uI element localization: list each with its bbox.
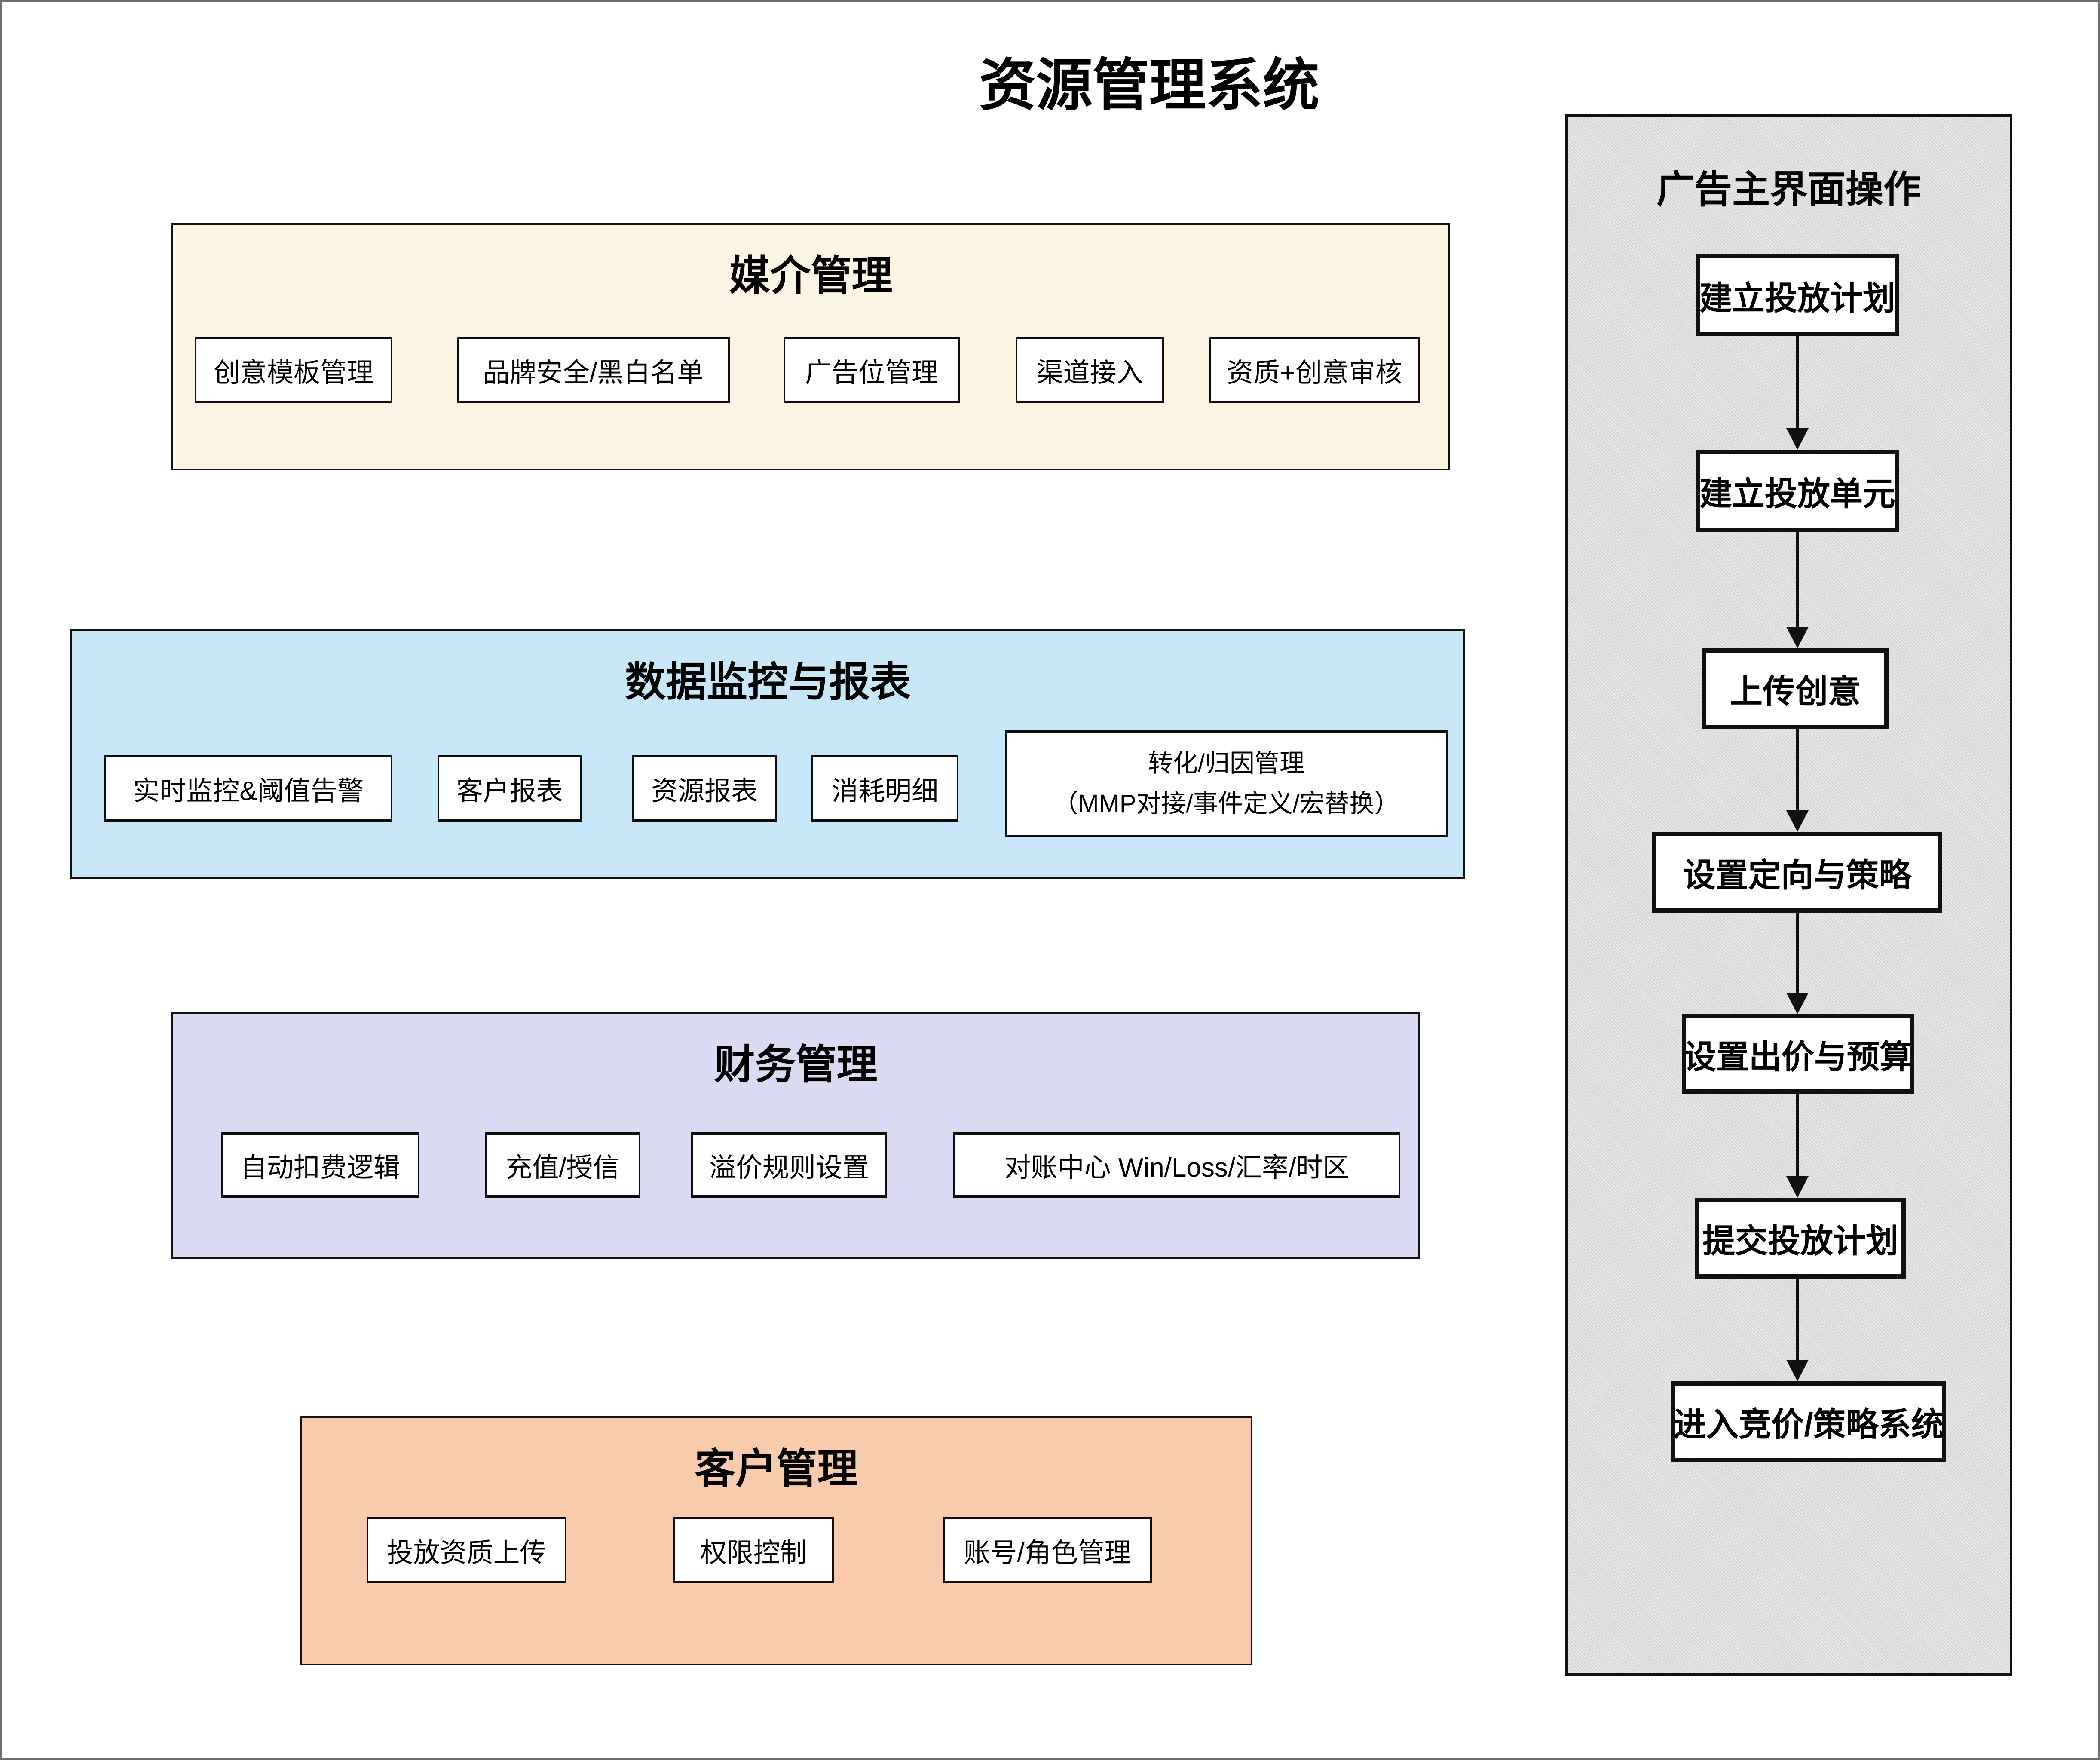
arrow-head [1786,428,1809,450]
arrow-head [1786,1360,1809,1381]
flow-step-create-campaign: 建立投放计划 [1696,254,1899,336]
arrow-head [1786,627,1809,648]
arrow-line [1796,728,1799,810]
section-media-title: 媒介管理 [729,253,893,299]
section-customer-management: 客户管理 投放资质上传 权限控制 账号/角色管理 [300,1416,1252,1665]
page-title: 资源管理系统 [979,54,1319,117]
node-customer-report: 客户报表 [438,755,582,822]
section-data-title: 数据监控与报表 [624,659,911,705]
flow-step-set-targeting-strategy: 设置定向与策略 [1652,832,1942,913]
arrow-down-icon [1785,531,1809,648]
flow-step-upload-creative: 上传创意 [1702,648,1889,729]
node-conversion-line1: 转化/归因管理 [1148,749,1305,778]
section-customer-title: 客户管理 [695,1446,858,1492]
flow-step-submit-campaign: 提交投放计划 [1695,1198,1906,1279]
arrow-head [1786,810,1809,832]
section-finance-management: 财务管理 自动扣费逻辑 充值/授信 溢价规则设置 对账中心 Win/Loss/汇… [171,1012,1420,1259]
arrow-line [1796,1093,1799,1176]
node-auto-deduction-logic: 自动扣费逻辑 [221,1132,419,1198]
flow-step-set-bid-budget: 设置出价与预算 [1682,1014,1914,1094]
arrow-down-icon [1785,335,1809,450]
arrow-line [1796,1278,1799,1360]
arrow-line [1796,335,1799,428]
arrow-head [1786,993,1809,1014]
section-finance-title: 财务管理 [714,1042,878,1088]
flow-panel-title: 广告主界面操作 [1656,168,1921,211]
arrow-line [1796,912,1799,993]
node-qualification-upload: 投放资质上传 [367,1517,566,1583]
node-recharge-credit: 充值/授信 [485,1132,640,1198]
flow-step-enter-bidding-strategy-system: 进入竞价/策略系统 [1671,1381,1946,1462]
arrow-down-icon [1785,912,1809,1014]
node-premium-rule-settings: 溢价规则设置 [691,1132,887,1198]
node-channel-access: 渠道接入 [1016,337,1164,403]
node-brand-safety-blackwhite-list: 品牌安全/黑白名单 [457,337,730,403]
node-conversion-attribution-mgmt: 转化/归因管理 （MMP对接/事件定义/宏替换） [1005,730,1448,837]
arrow-head [1786,1176,1809,1198]
node-conversion-line2: （MMP对接/事件定义/宏替换） [1053,790,1399,818]
section-media-management: 媒介管理 创意模板管理 品牌安全/黑白名单 广告位管理 渠道接入 资质+创意审核 [171,223,1450,470]
arrow-down-icon [1785,1093,1809,1198]
arrow-down-icon [1785,728,1809,832]
node-permission-control: 权限控制 [673,1517,834,1583]
flow-step-create-ad-unit: 建立投放单元 [1696,450,1899,532]
node-ad-slot-mgmt: 广告位管理 [784,337,960,403]
node-realtime-monitor-threshold-alert: 实时监控&阈值告警 [104,755,392,822]
node-creative-template-mgmt: 创意模板管理 [195,337,392,403]
advertiser-flow-panel: 广告主界面操作 建立投放计划 建立投放单元 上传创意 设置定向与策略 设置出价与… [1565,114,2012,1676]
node-reconciliation-center: 对账中心 Win/Loss/汇率/时区 [953,1132,1400,1198]
node-consumption-detail: 消耗明细 [811,755,958,822]
arrow-line [1796,531,1799,627]
node-qualification-creative-review: 资质+创意审核 [1209,337,1420,403]
node-account-role-mgmt: 账号/角色管理 [943,1517,1152,1583]
section-data-monitoring-reports: 数据监控与报表 实时监控&阈值告警 客户报表 资源报表 消耗明细 转化/归因管理… [70,629,1465,879]
node-resource-report: 资源报表 [632,755,777,822]
arrow-down-icon [1785,1278,1809,1381]
